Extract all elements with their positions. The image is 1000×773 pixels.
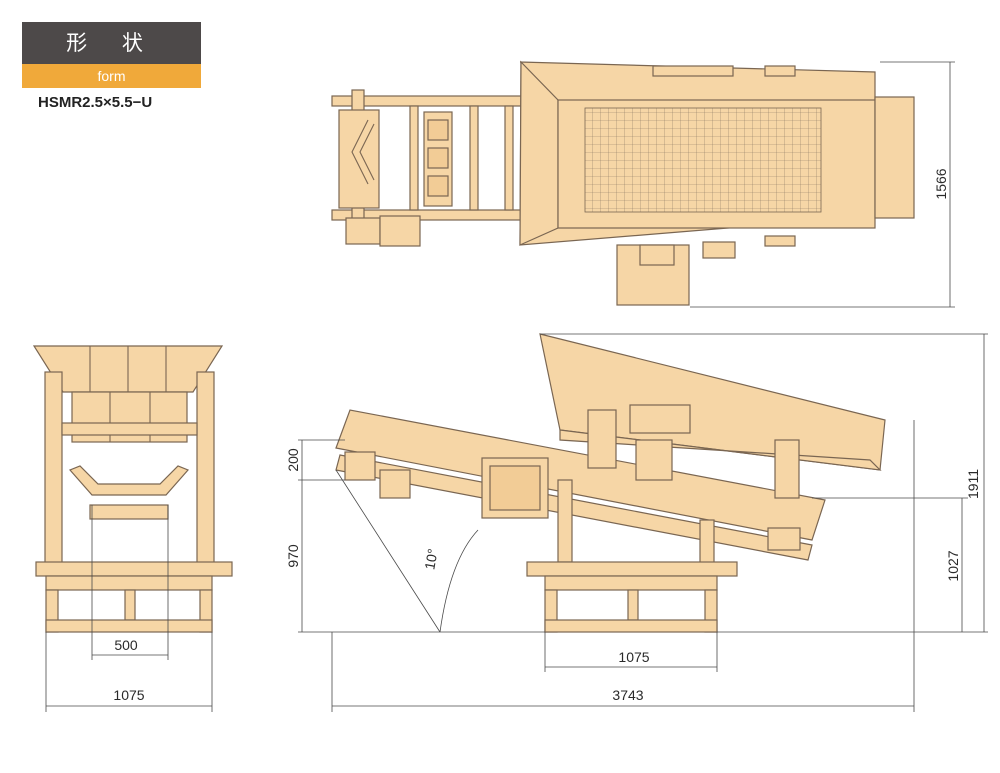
side-view: 200 970 10° 1027 1911 1075 3743 bbox=[285, 333, 988, 712]
dim-1027-label: 1027 bbox=[945, 550, 961, 581]
model-number: HSMR2.5×5.5−U bbox=[38, 94, 153, 111]
dim-1911-label: 1911 bbox=[965, 469, 981, 499]
top-view: 1566 bbox=[331, 60, 955, 308]
section-title: 形 状 bbox=[22, 22, 201, 64]
dim-500-label: 500 bbox=[114, 637, 138, 653]
dim-side-1075-label: 1075 bbox=[618, 649, 649, 665]
dim-front-1075-label: 1075 bbox=[113, 687, 144, 703]
dim-970-label: 970 bbox=[285, 544, 301, 568]
dim-angle-label: 10° bbox=[421, 547, 440, 571]
front-view: 500 1075 bbox=[32, 345, 233, 712]
dim-1566-label: 1566 bbox=[933, 168, 949, 199]
section-subtitle: form bbox=[22, 64, 201, 88]
dim-200-label: 200 bbox=[285, 448, 301, 472]
dim-3743-label: 3743 bbox=[612, 687, 643, 703]
